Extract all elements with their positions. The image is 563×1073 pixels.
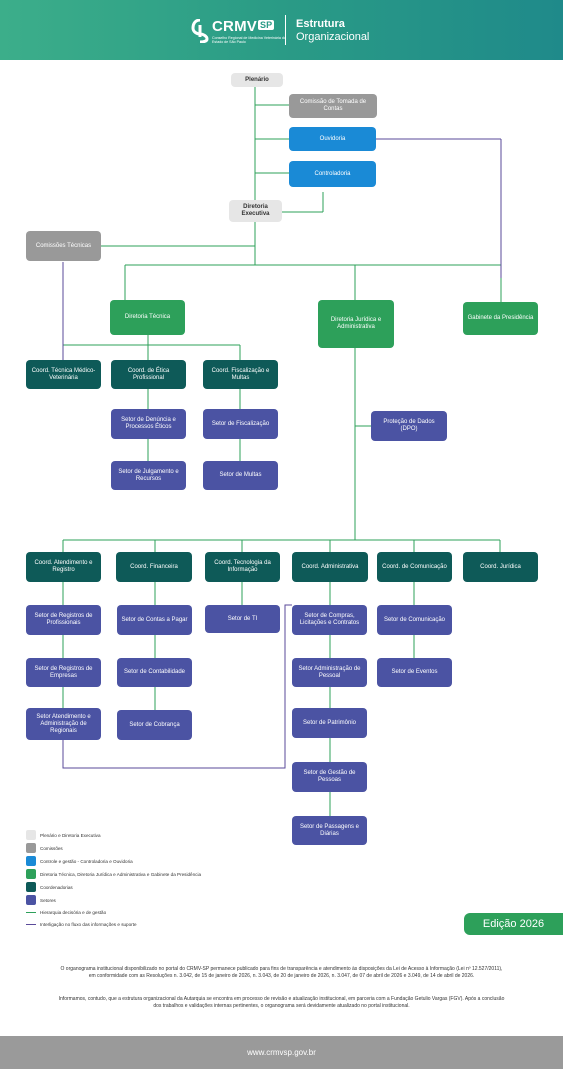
header-divider xyxy=(285,15,286,45)
legend-swatch xyxy=(26,882,36,892)
logo-subtitle: Conselho Regional de Medicina Veterinári… xyxy=(212,35,286,44)
node-coord-comunicacao: Coord. de Comunicação xyxy=(377,552,452,582)
legend-item-controle: Controle e gestão - Controladoria e Ouvi… xyxy=(26,856,133,866)
edition-badge: Edição 2026 xyxy=(464,913,563,935)
node-comissao-tomada-contas: Comissão de Tomada de Contas xyxy=(289,94,377,118)
node-coord-tecnologia-informacao: Coord. Tecnologia da Informação xyxy=(205,552,280,582)
node-setor-multas: Setor de Multas xyxy=(203,461,278,490)
node-setor-passagens-diarias: Setor de Passagens e Diárias xyxy=(292,816,367,845)
node-coord-atendimento-registro: Coord. Atendimento e Registro xyxy=(26,552,101,582)
footer-paragraph-transparencia: O organograma institucional disponibiliz… xyxy=(60,966,503,979)
page-subtitle: Organizacional xyxy=(296,31,370,43)
legend-label: Plenário e Diretoria Executiva xyxy=(40,832,101,838)
node-setor-cobranca: Setor de Cobrança xyxy=(117,710,192,740)
node-coord-administrativa: Coord. Administrativa xyxy=(292,552,368,582)
node-plenario: Plenário xyxy=(231,73,283,87)
node-setor-gestao-pessoas: Setor de Gestão de Pessoas xyxy=(292,762,367,792)
logo-badge: SP xyxy=(257,19,275,30)
node-setor-registros-empresas: Setor de Registros de Empresas xyxy=(26,658,101,687)
legend-item-coordenadorias: Coordenadorias xyxy=(26,882,73,892)
logo-text: CRMV xyxy=(212,17,257,35)
legend-swatch xyxy=(26,856,36,866)
node-protecao-dados-dpo: Proteção de Dados (DPO) xyxy=(371,411,447,441)
footer-paragraph-revisao: Informamos, contudo, que a estrutura org… xyxy=(58,996,505,1009)
node-setor-administracao-pessoal: Setor Administração de Pessoal xyxy=(292,658,367,687)
legend-label: Comissões xyxy=(40,845,63,851)
footer-website-link[interactable]: www.crmvsp.gov.br xyxy=(0,1036,563,1069)
node-setor-eventos: Setor de Eventos xyxy=(377,658,452,687)
legend-swatch xyxy=(26,830,36,840)
legend-label: Interligação no fluxo das informações e … xyxy=(40,922,137,927)
node-setor-atendimento-regionais: Setor Atendimento e Administração de Reg… xyxy=(26,708,101,740)
legend-label: Diretoria Técnica, Diretoria Jurídica e … xyxy=(40,871,202,877)
page-title: Estrutura xyxy=(296,18,345,30)
legend-item-setores: Setores xyxy=(26,895,56,905)
legend-swatch xyxy=(26,895,36,905)
legend-swatch xyxy=(26,843,36,853)
node-setor-patrimonio: Setor de Patrimônio xyxy=(292,708,367,738)
node-diretoria-executiva: Diretoria Executiva xyxy=(229,200,282,222)
node-setor-compras-licitacoes: Setor de Compras, Licitações e Contratos xyxy=(292,605,367,635)
node-ouvidoria: Ouvidoria xyxy=(289,127,376,151)
legend-item-plenario: Plenário e Diretoria Executiva xyxy=(26,830,101,840)
node-setor-ti: Setor de TI xyxy=(205,605,280,633)
legend-label: Setores xyxy=(40,897,56,903)
legend-label: Controle e gestão - Controladoria e Ouvi… xyxy=(40,858,133,864)
legend-label: Hierarquia decisória e de gestão xyxy=(40,910,107,915)
crmv-logo-icon xyxy=(191,19,209,43)
node-comissoes-tecnicas: Comissões Técnicas xyxy=(26,231,101,261)
legend-label: Coordenadorias xyxy=(40,884,73,890)
node-controladoria: Controladoria xyxy=(289,161,376,187)
legend-item-line-interligacao: Interligação no fluxo das informações e … xyxy=(26,922,137,927)
node-coord-juridica: Coord. Jurídica xyxy=(463,552,538,582)
node-setor-denuncia-processos-eticos: Setor de Denúncia e Processos Éticos xyxy=(111,409,186,439)
node-diretoria-tecnica: Diretoria Técnica xyxy=(110,300,185,335)
node-setor-comunicacao: Setor de Comunicação xyxy=(377,605,452,635)
node-setor-contas-pagar: Setor de Contas a Pagar xyxy=(117,605,192,635)
node-setor-contabilidade: Setor de Contabilidade xyxy=(117,658,192,687)
legend-item-line-hierarquia: Hierarquia decisória e de gestão xyxy=(26,910,106,915)
node-gabinete-presidencia: Gabinete da Presidência xyxy=(463,302,538,335)
legend-item-diretorias: Diretoria Técnica, Diretoria Jurídica e … xyxy=(26,869,201,879)
node-setor-fiscalizacao: Setor de Fiscalização xyxy=(203,409,278,439)
legend-item-comissoes: Comissões xyxy=(26,843,63,853)
node-coord-fiscalizacao-multas: Coord. Fiscalização e Multas xyxy=(203,360,278,389)
node-setor-julgamento-recursos: Setor de Julgamento e Recursos xyxy=(111,461,186,490)
node-coord-etica-profissional: Coord. de Ética Profissional xyxy=(111,360,186,389)
node-coord-tecnica-medico-veterinaria: Coord. Técnica Médico-Veterinária xyxy=(26,360,101,389)
node-diretoria-juridica-administrativa: Diretoria Jurídica e Administrativa xyxy=(318,300,394,348)
legend-line-purple xyxy=(26,924,36,925)
node-setor-registros-profissionais: Setor de Registros de Profissionais xyxy=(26,605,101,635)
node-coord-financeira: Coord. Financeira xyxy=(116,552,192,582)
legend-line-green xyxy=(26,912,36,913)
legend-swatch xyxy=(26,869,36,879)
